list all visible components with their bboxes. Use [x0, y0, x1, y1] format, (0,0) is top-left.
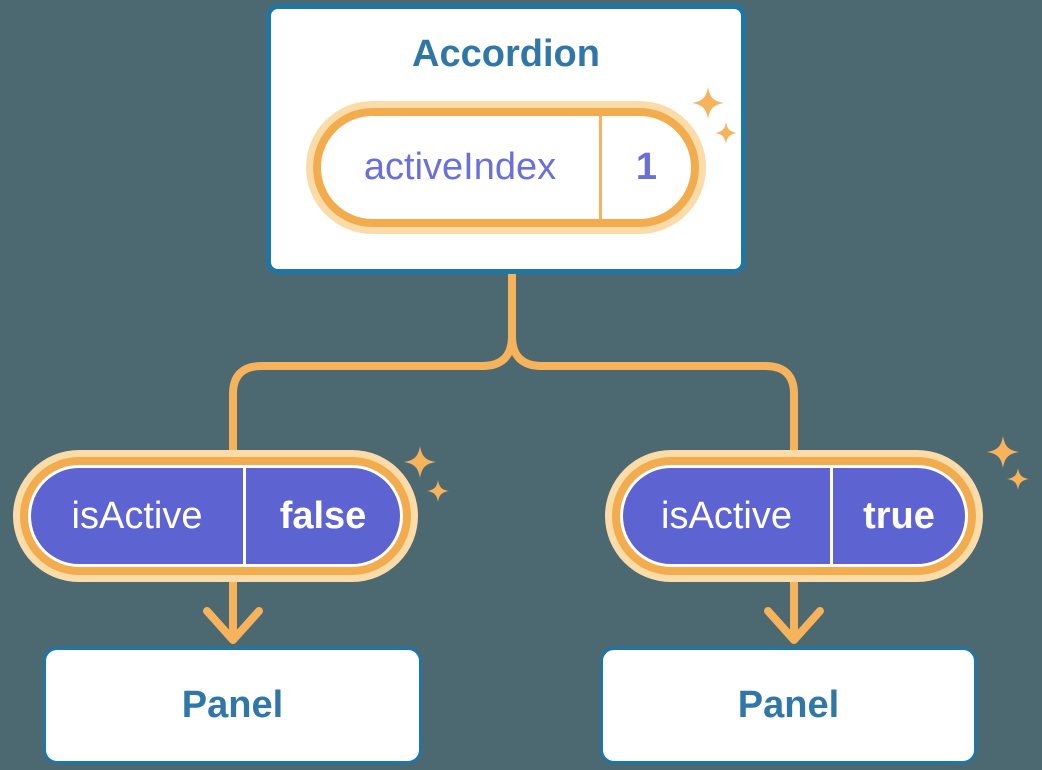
state-value: 1 — [635, 146, 658, 188]
prop-pill-isactive-true: isActive true — [605, 450, 983, 582]
prop-value: true — [863, 494, 935, 537]
pill-divider — [243, 468, 246, 564]
prop-name: isActive — [661, 494, 792, 537]
prop-value: false — [279, 494, 367, 537]
state-pill-activeindex: activeIndex 1 — [306, 101, 706, 234]
prop-name: isActive — [71, 494, 203, 537]
accordion-title: Accordion — [412, 33, 600, 75]
prop-pill-isactive-false: isActive false — [13, 450, 418, 582]
panel-card-right: Panel — [600, 647, 977, 764]
pill-divider — [830, 468, 833, 564]
state-name: activeIndex — [363, 146, 557, 188]
arrow-down-icon — [203, 607, 263, 644]
branch-right-line — [508, 332, 798, 640]
arrow-down-icon — [764, 607, 824, 644]
pill-divider — [599, 116, 602, 219]
panel-card-left: Panel — [43, 647, 422, 764]
sparkle-icon — [692, 87, 737, 144]
sparkle-icon — [987, 436, 1029, 490]
sparkle-icon — [404, 446, 449, 502]
